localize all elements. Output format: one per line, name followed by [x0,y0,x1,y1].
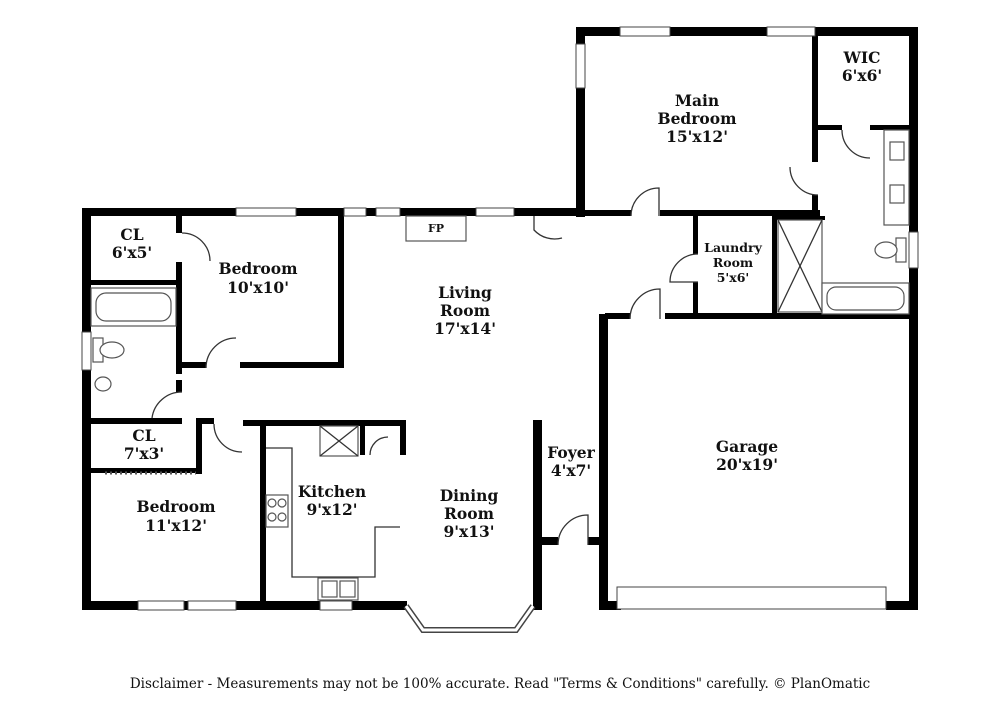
dining-name-1: Dining [440,486,499,505]
dining-name-2: Room [444,504,495,523]
foyer-name: Foyer [547,443,595,462]
cl-mid-size: 7'x3' [124,444,164,463]
living-name-2: Room [440,301,491,320]
dining-size: 9'x13' [443,522,494,541]
kitchen-name: Kitchen [298,482,366,501]
garage-size: 20'x19' [716,455,778,474]
wic-size: 6'x6' [842,66,882,85]
foyer-size: 4'x7' [551,461,591,480]
windows [81,26,919,633]
cl-top-name: CL [120,225,143,244]
bedroom-nw-name: Bedroom [218,259,298,278]
disclaimer-text: Disclaimer - Measurements may not be 100… [129,676,871,692]
main-bedroom-size: 15'x12' [666,127,728,146]
interior-walls [82,27,915,610]
laundry-name-1: Laundry [704,240,762,255]
bedroom-sw-name: Bedroom [136,497,216,516]
main-bedroom-name-1: Main [675,91,719,110]
bedroom-nw-size: 10'x10' [227,278,289,297]
cl-mid-name: CL [132,426,155,445]
garage-name: Garage [716,437,778,456]
living-name-1: Living [438,283,492,302]
cl-top-size: 6'x5' [112,243,152,262]
floor-plan: CL 6'x5' Bedroom 10'x10' Living Room 17'… [81,26,919,633]
main-bedroom-name-2: Bedroom [657,109,737,128]
bedroom-sw-size: 11'x12' [145,516,207,535]
living-size: 17'x14' [434,319,496,338]
laundry-size: 5'x6' [717,270,750,285]
doors [151,129,871,546]
laundry-name-2: Room [713,255,753,270]
fixtures [90,129,910,601]
wic-name: WIC [843,48,881,67]
fireplace-label: FP [428,222,444,235]
room-labels: CL 6'x5' Bedroom 10'x10' Living Room 17'… [112,48,882,541]
kitchen-size: 9'x12' [306,500,357,519]
